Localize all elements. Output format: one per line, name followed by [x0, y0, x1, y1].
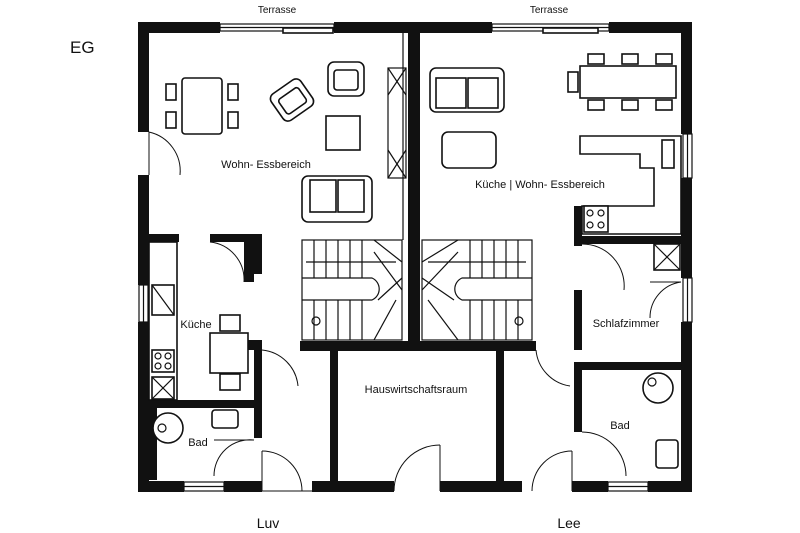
furniture-right	[429, 53, 682, 469]
room-label-living-left: Wohn- Essbereich	[221, 159, 311, 171]
terrace-label-right: Terrasse	[530, 5, 569, 16]
floor-label: EG	[70, 38, 95, 57]
room-label-bath-left: Bad	[188, 437, 208, 449]
room-label-bath-right: Bad	[610, 420, 630, 432]
room-label-kitchen-left: Küche	[180, 319, 211, 331]
interior-walls	[149, 33, 681, 491]
staircase-left	[301, 239, 403, 341]
room-label-utility: Hauswirtschaftsraum	[365, 384, 468, 396]
windows	[138, 23, 693, 492]
furniture-left	[148, 61, 373, 444]
room-label-kitchen-living-right: Küche | Wohn- Essbereich	[475, 179, 605, 191]
side-label-left: Luv	[257, 515, 280, 531]
terrace-label-left: Terrasse	[258, 5, 297, 16]
side-label-right: Lee	[557, 515, 581, 531]
doors	[148, 131, 682, 492]
staircase-right	[421, 239, 533, 341]
outer-walls	[138, 22, 692, 492]
room-label-bedroom: Schlafzimmer	[593, 318, 660, 330]
